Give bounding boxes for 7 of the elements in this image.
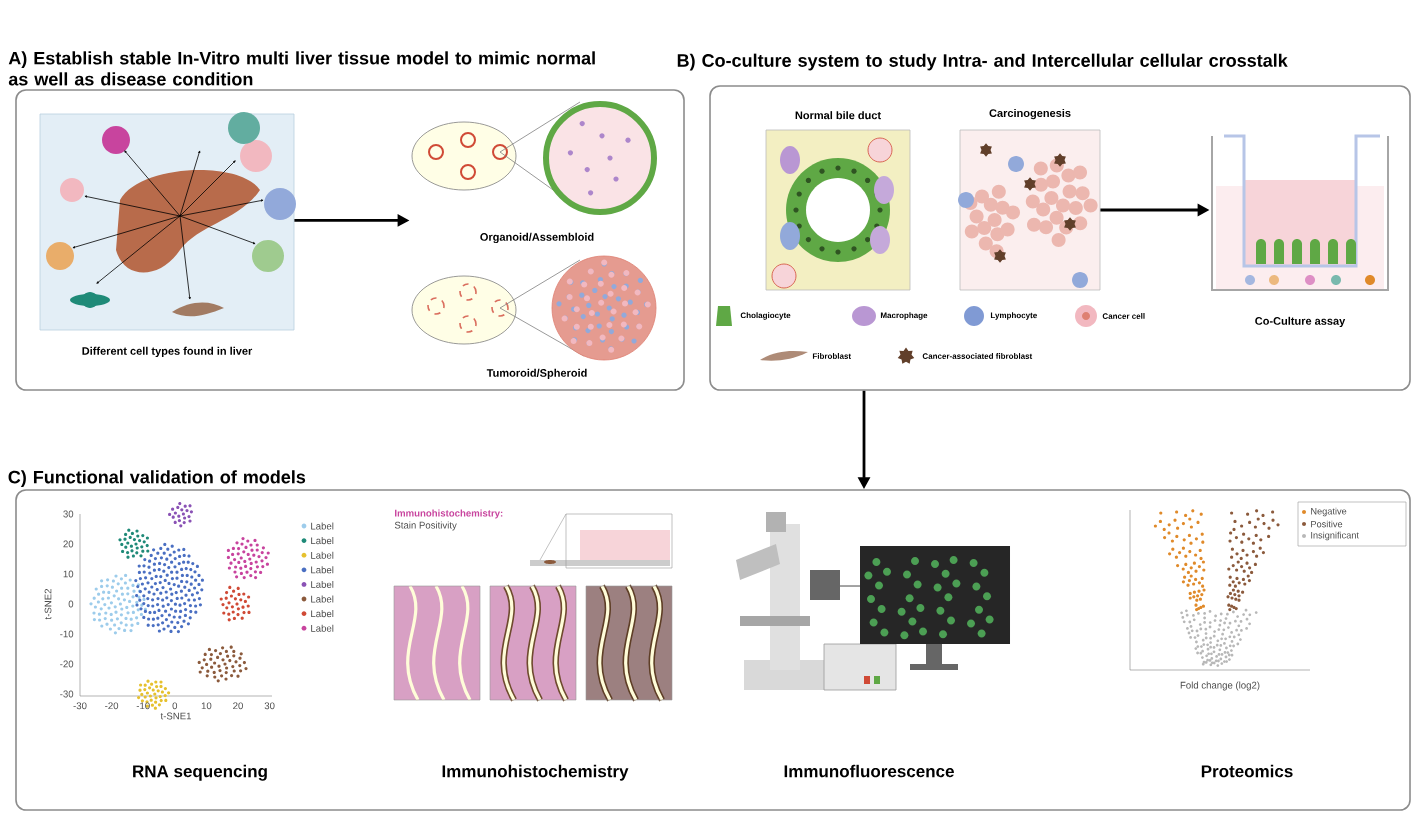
immunofluorescence-picture: Immunofluorescence (784, 764, 954, 778)
node-label: B) Co-culture system to study Intra- and Intercellular cellular crosstalk (677, 53, 1288, 71)
rna-sequencing-picture: RNA sequencing (133, 764, 267, 781)
immunohistochemistry-picture: Immunohistochemistry (442, 764, 629, 781)
node-label: A) Establish stable In-Vitro multi liver tissue model to mimic normal as well as disease condition (8, 51, 595, 86)
proteomics-picture: Proteomics (1201, 764, 1293, 778)
node-label: C) Functional validation of models (8, 470, 306, 488)
